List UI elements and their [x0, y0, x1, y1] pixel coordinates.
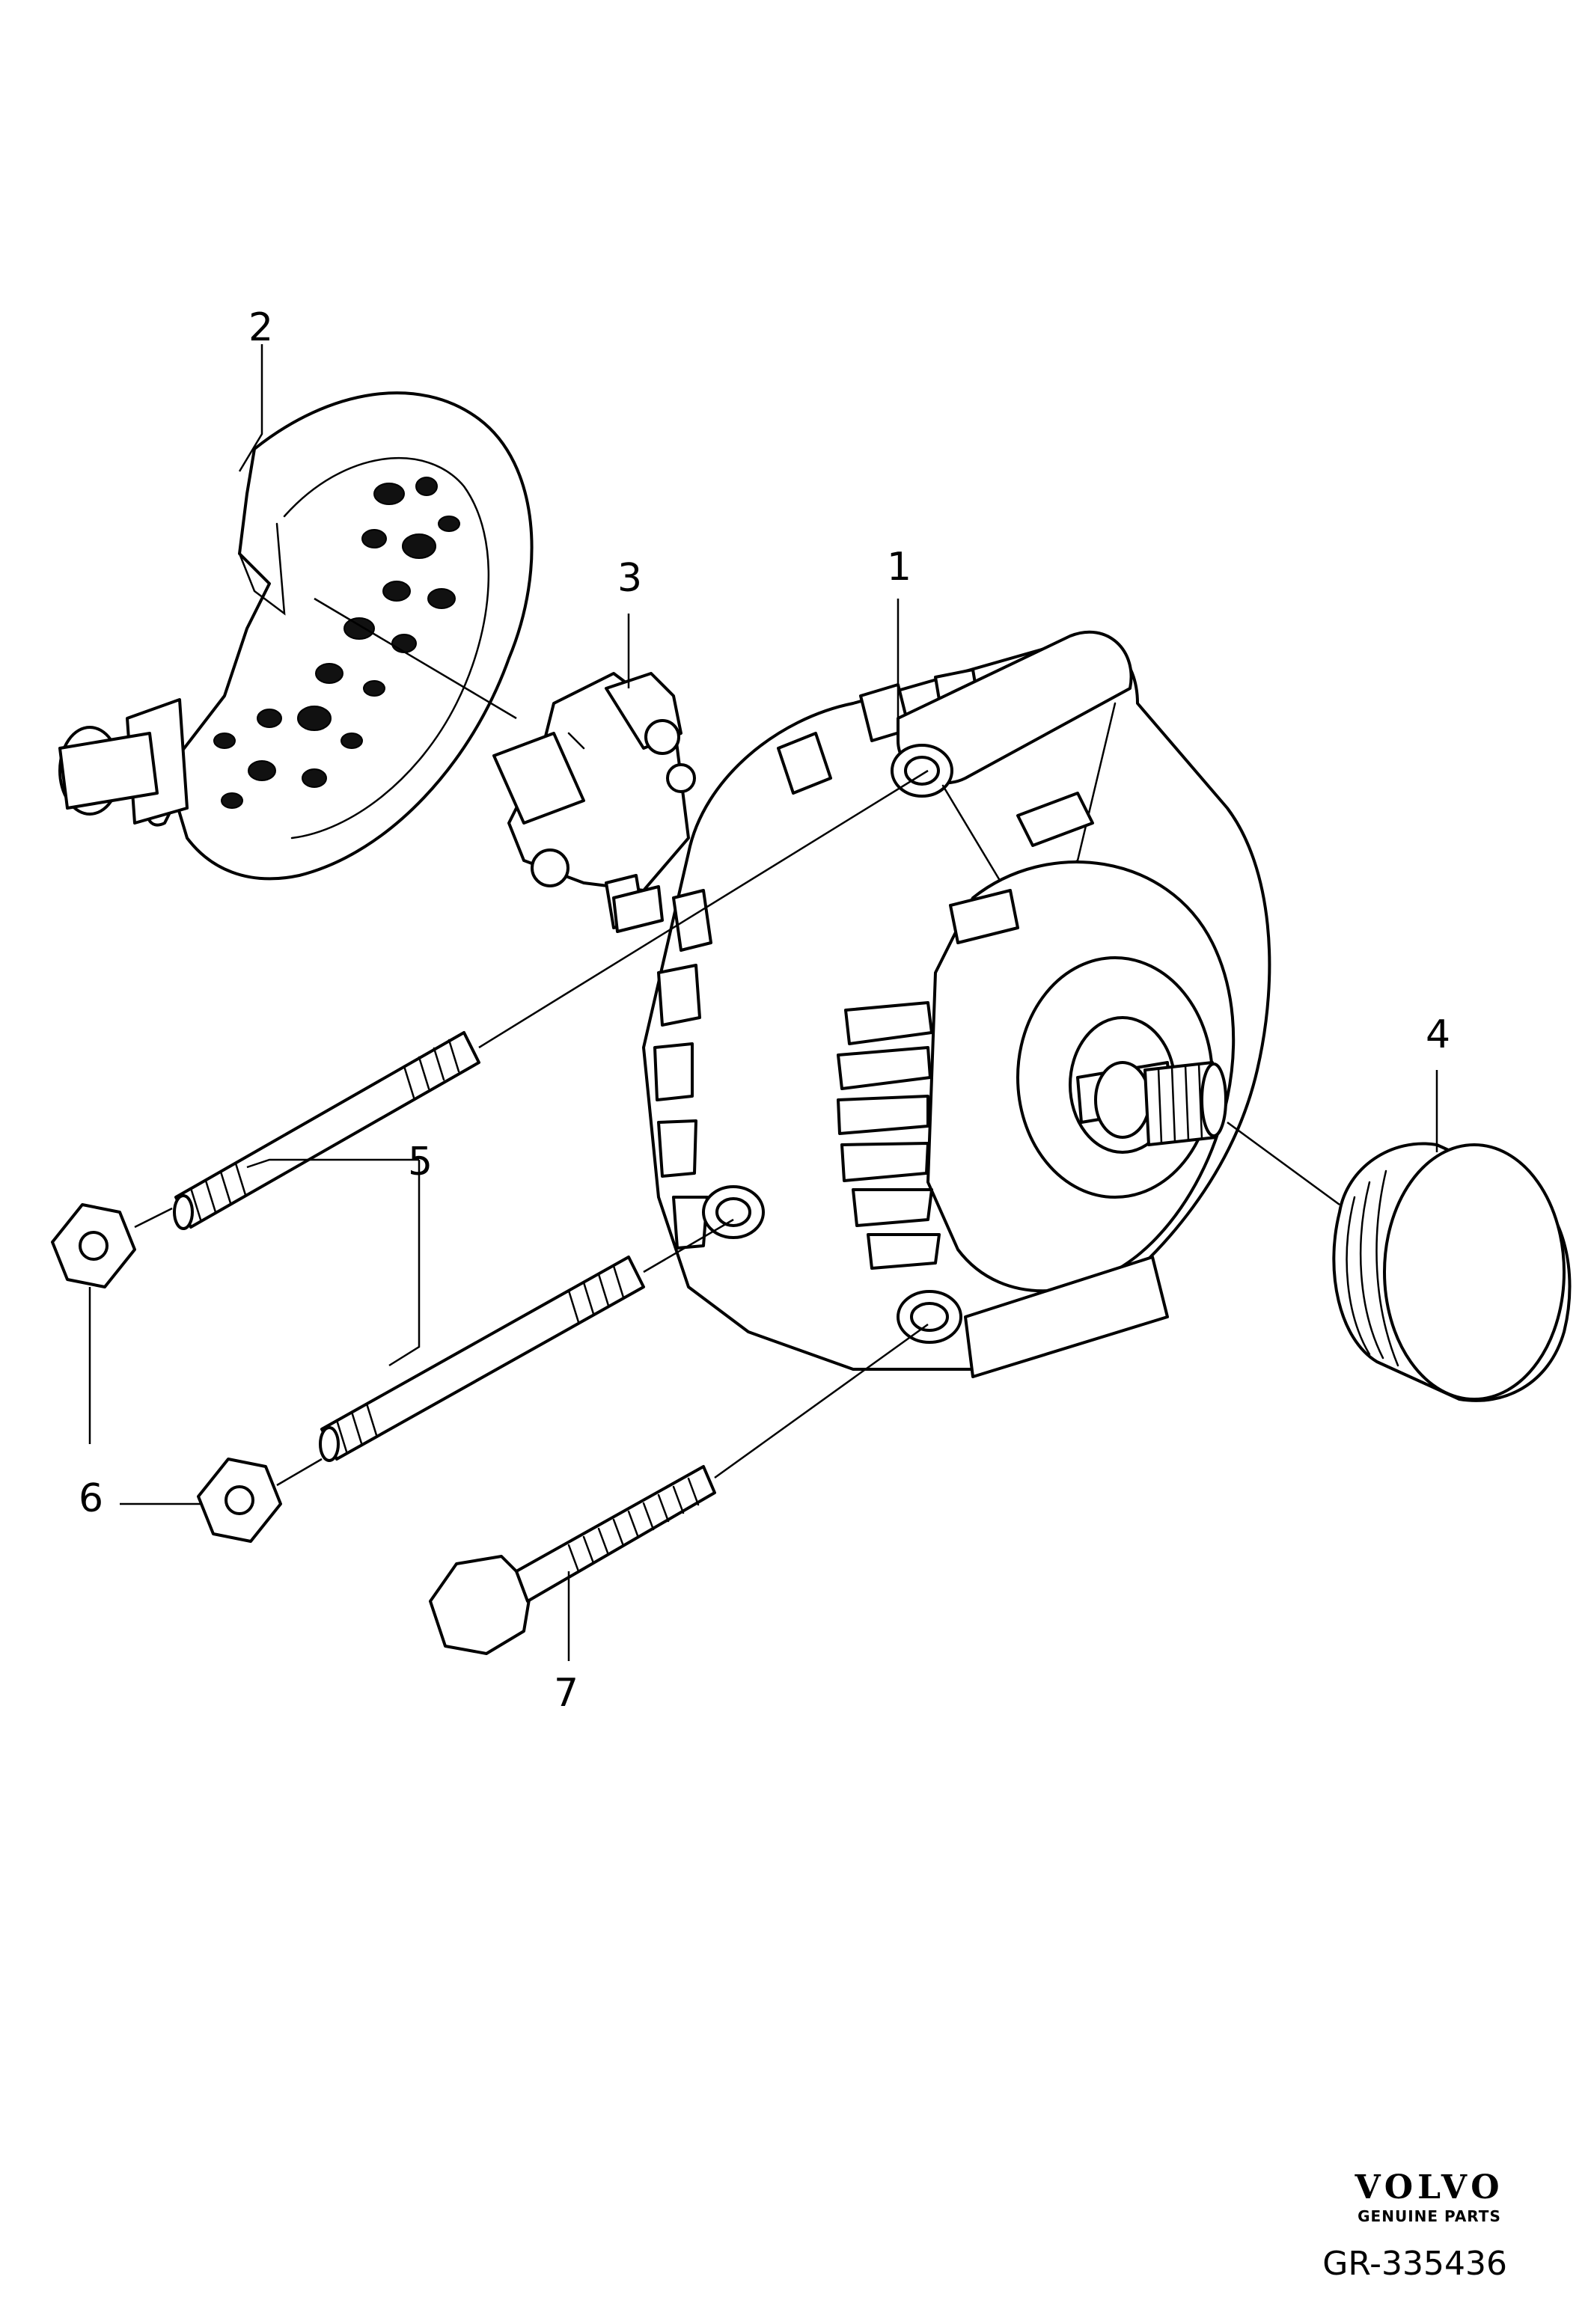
callout-2: 2 — [248, 305, 273, 350]
callout-3: 3 — [617, 556, 642, 601]
callout-4: 4 — [1426, 1012, 1450, 1057]
alternator-part — [612, 630, 1271, 1378]
callout-1: 1 — [887, 545, 911, 590]
nut-part-upper — [51, 1203, 136, 1288]
leader-lines — [88, 344, 1438, 1661]
cover-vents — [213, 477, 460, 809]
brand-subtitle: GENUINE PARTS — [1358, 2207, 1501, 2225]
nut-part-lower — [197, 1458, 282, 1543]
alternator-front-slots — [837, 792, 1094, 1270]
volvo-logo: VOLVO — [1355, 2168, 1504, 2207]
reference-number: GR-335436 — [1322, 2245, 1507, 2283]
cover-part — [58, 391, 534, 881]
callout-6: 6 — [79, 1476, 103, 1521]
callout-7: 7 — [554, 1671, 578, 1716]
pulley-part — [1332, 1142, 1572, 1402]
brand-block: VOLVO GENUINE PARTS — [1332, 2168, 1527, 2226]
stud-part-lower — [319, 1256, 645, 1462]
regulator-part — [492, 672, 696, 929]
callout-5: 5 — [408, 1140, 433, 1184]
bolt-part — [429, 1465, 716, 1655]
stud-part-upper — [173, 1031, 480, 1230]
